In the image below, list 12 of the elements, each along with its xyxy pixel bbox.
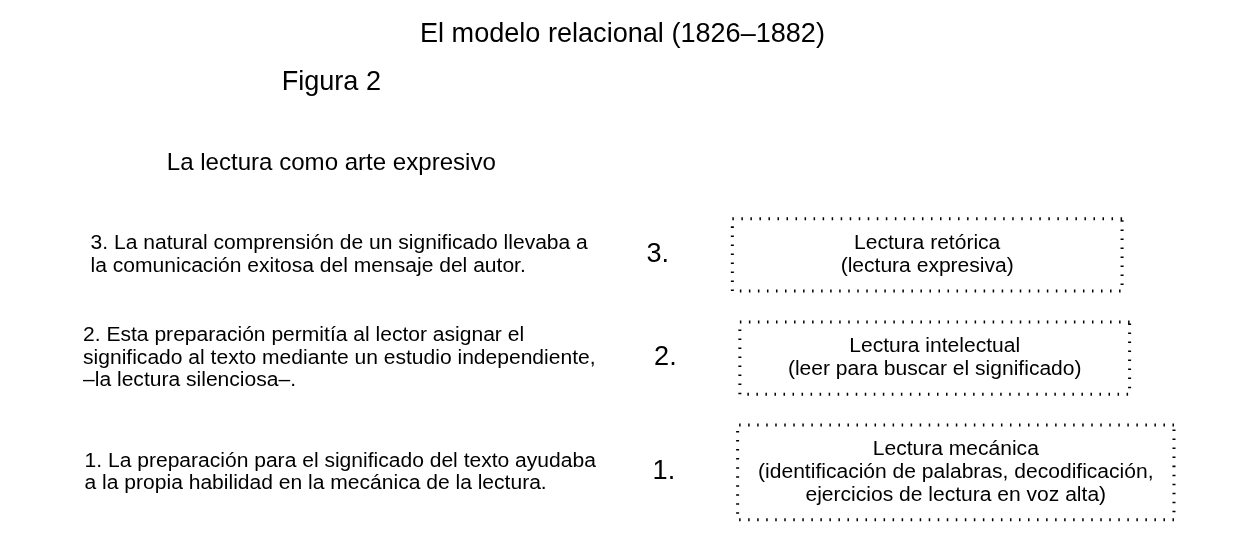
node-label: 3.	[646, 236, 669, 268]
diagram-title: El modelo relacional (1826–1882)	[419, 16, 825, 48]
node-box: Lectura retórica (lectura expresiva)	[730, 217, 1124, 293]
node-box: Lectura intelectual (leer para buscar el significado)	[737, 320, 1131, 396]
node-label: 2.	[653, 339, 677, 371]
label: 3. La natural comprensión de un significado llevaba a la comunicación exitosa del mensaje del autor.	[90, 230, 588, 276]
label: 1. La preparación para el significado del texto ayudaba a la propia habilidad en la mecánica de la lectura.	[84, 447, 596, 494]
label: 2. Esta preparación permitía al lector asignar el significado al texto mediante un estudio independiente, –la lectura silenciosa–.	[82, 322, 596, 391]
node-label: 1.	[652, 454, 675, 486]
label: La lectura como arte expresivo	[166, 148, 496, 176]
label: Figura 2	[281, 65, 381, 97]
node-box: Lectura mecánica (identificación de palabras, decodificación, ejercicios de lectura en voz alta)	[735, 423, 1175, 522]
